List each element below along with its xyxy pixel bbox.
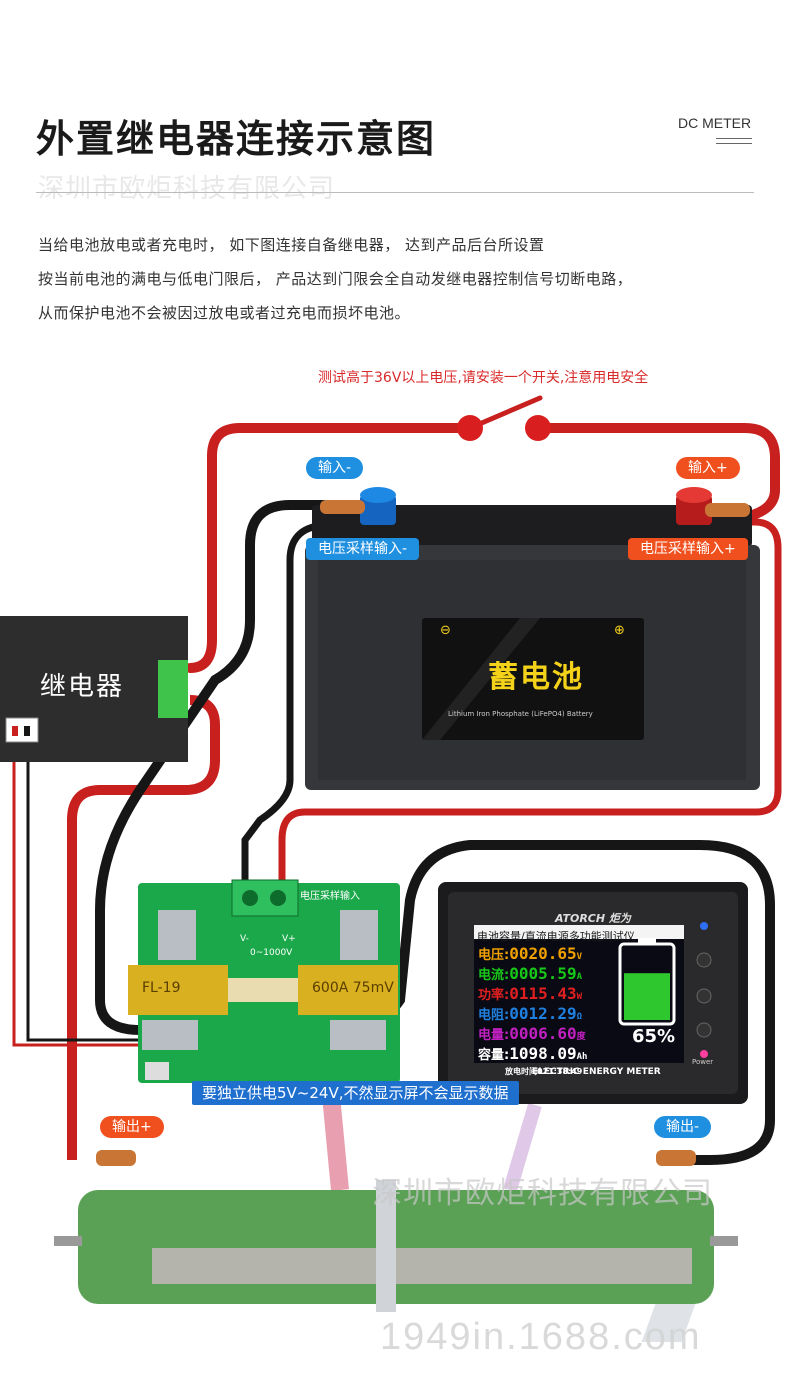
intro-line-2: 按当前电池的满电与低电门限后， 产品达到门限会全自动发继电器控制信号切断电路，: [38, 270, 633, 288]
shunt-left-text: FL-19: [142, 980, 181, 996]
battery-label: 蓄电池: [488, 660, 584, 695]
meter-row-value: 1098.09: [509, 1044, 577, 1063]
site-watermark: 1949in.1688.com: [380, 1316, 702, 1358]
red-wire-switch-battery: [533, 423, 780, 523]
header-divider: [36, 192, 754, 193]
meter-row: 电阻:0012.29Ω: [478, 1004, 582, 1023]
meter-brand: ATORCH 炬为: [555, 912, 631, 925]
relay-label: 继电器: [40, 672, 125, 702]
meter-row-label: 容量:: [478, 1048, 510, 1063]
intro-line-1: 当给电池放电或者充电时， 如下图连接自备继电器， 达到产品后台所设置: [38, 236, 545, 254]
meter-row-label: 电流:: [478, 968, 510, 983]
relay-connector: [5, 717, 39, 743]
company-watermark-mid: 深圳市欧炬科技有限公司: [372, 1176, 713, 1211]
meter-row-unit: 度: [576, 1032, 586, 1042]
meter-button-m: [696, 988, 712, 1004]
intro-line-3: 从而保护电池不会被因过放电或者过充电而损坏电池。: [38, 304, 411, 322]
meter-row-label: 电压:: [478, 948, 510, 963]
resistor-coil: [152, 1248, 692, 1284]
battery-label-panel: [422, 618, 644, 740]
tag-output-negative: 输出-: [654, 1116, 712, 1138]
pcb-sample-label: 电压采样输入: [300, 891, 360, 902]
decorative-lines: [716, 138, 752, 144]
meter-row-unit: Ah: [576, 1052, 588, 1062]
tag-sample-positive: 电压采样输入+: [628, 538, 748, 560]
red-wire-relay-output: [67, 695, 220, 1160]
power-notice: 要独立供电5V~24V,不然显示屏不会显示数据: [192, 1081, 519, 1105]
meter-row: 电流:0005.59A: [478, 964, 582, 983]
meter-row-value: 0012.29: [509, 1004, 577, 1023]
meter-button-plus: [696, 952, 712, 968]
meter-row: 容量:1098.09Ah: [478, 1044, 587, 1063]
meter-button-minus: [696, 1022, 712, 1038]
tag-input-negative: 输入-: [306, 457, 364, 479]
tag-sample-negative: 电压采样输入-: [306, 538, 420, 560]
relay-terminal: [158, 660, 188, 718]
meter-row-unit: W: [576, 992, 583, 1002]
tag-output-positive: 输出+: [100, 1116, 164, 1138]
meter-footer: 放电时间021:38:49: [505, 1067, 583, 1076]
black-wire-sample-neg: [241, 521, 331, 880]
tag-input-positive: 输入+: [676, 457, 740, 479]
meter-row-value: 0006.60: [509, 1024, 577, 1043]
dc-meter-label: DC METER: [678, 115, 752, 131]
meter-row: 功率:0115.43W: [478, 984, 582, 1003]
pcb-range: 0~1000V: [250, 948, 293, 958]
meter-row-unit: Ω: [576, 1012, 583, 1022]
shunt-left-block: [128, 965, 228, 1015]
wiring-diagram: ⊖ ⊕: [0, 395, 782, 1342]
pcb-v-pos: V+: [282, 934, 296, 944]
meter-row-label: 电量:: [478, 1028, 510, 1043]
meter-percent: 65%: [632, 1026, 676, 1047]
meter-row-label: 电阻:: [478, 1008, 510, 1023]
svg-text:⊕: ⊕: [614, 623, 625, 638]
terminal-positive: [676, 487, 712, 503]
meter-led-blue: [700, 922, 708, 930]
battery-subtitle: Lithium Iron Phosphate (LiFePO4) Battery: [448, 710, 593, 718]
meter-power-label: Power: [692, 1058, 714, 1066]
red-wire-sample-pos: [278, 518, 782, 880]
meter-heading: 电池容量/直流电源多功能测试仪: [477, 930, 635, 943]
terminal-negative: [360, 487, 396, 503]
page-title: 外置继电器连接示意图: [36, 117, 437, 161]
svg-text:⊖: ⊖: [440, 623, 451, 638]
shunt-right-text: 600A 75mV: [312, 980, 394, 996]
switch-contact-left: [457, 415, 483, 441]
meter-row-label: 功率:: [478, 988, 510, 1003]
switch-contact-right: [525, 415, 551, 441]
meter-row: 电压:0020.65V: [478, 944, 582, 963]
battery-top: [312, 505, 752, 547]
meter-battery-fill: [624, 973, 670, 1020]
shunt-right-block: [298, 965, 398, 1015]
black-wire-input-neg: [95, 500, 325, 1035]
pcb-v-neg: V-: [240, 934, 249, 944]
ribbon-cable-right: [503, 1103, 542, 1192]
meter-bottom-label: ELECTRIC ENERGY METER: [532, 1067, 661, 1077]
meter-row-value: 0115.43: [509, 984, 577, 1003]
meter-row-unit: A: [576, 972, 583, 982]
safety-warning: 测试高于36V以上电压,请安装一个开关,注意用电安全: [318, 370, 649, 386]
meter-led-power: [700, 1050, 708, 1058]
meter-row-value: 0005.59: [509, 964, 577, 983]
company-watermark: 深圳市欧炬科技有限公司: [38, 174, 336, 204]
meter-row-value: 0020.65: [509, 944, 577, 963]
resistor-clamp: [376, 1180, 396, 1312]
meter-row-unit: V: [576, 952, 583, 962]
red-wire-switch-relay: [185, 423, 473, 673]
meter-row: 电量:0006.60度: [478, 1024, 586, 1043]
